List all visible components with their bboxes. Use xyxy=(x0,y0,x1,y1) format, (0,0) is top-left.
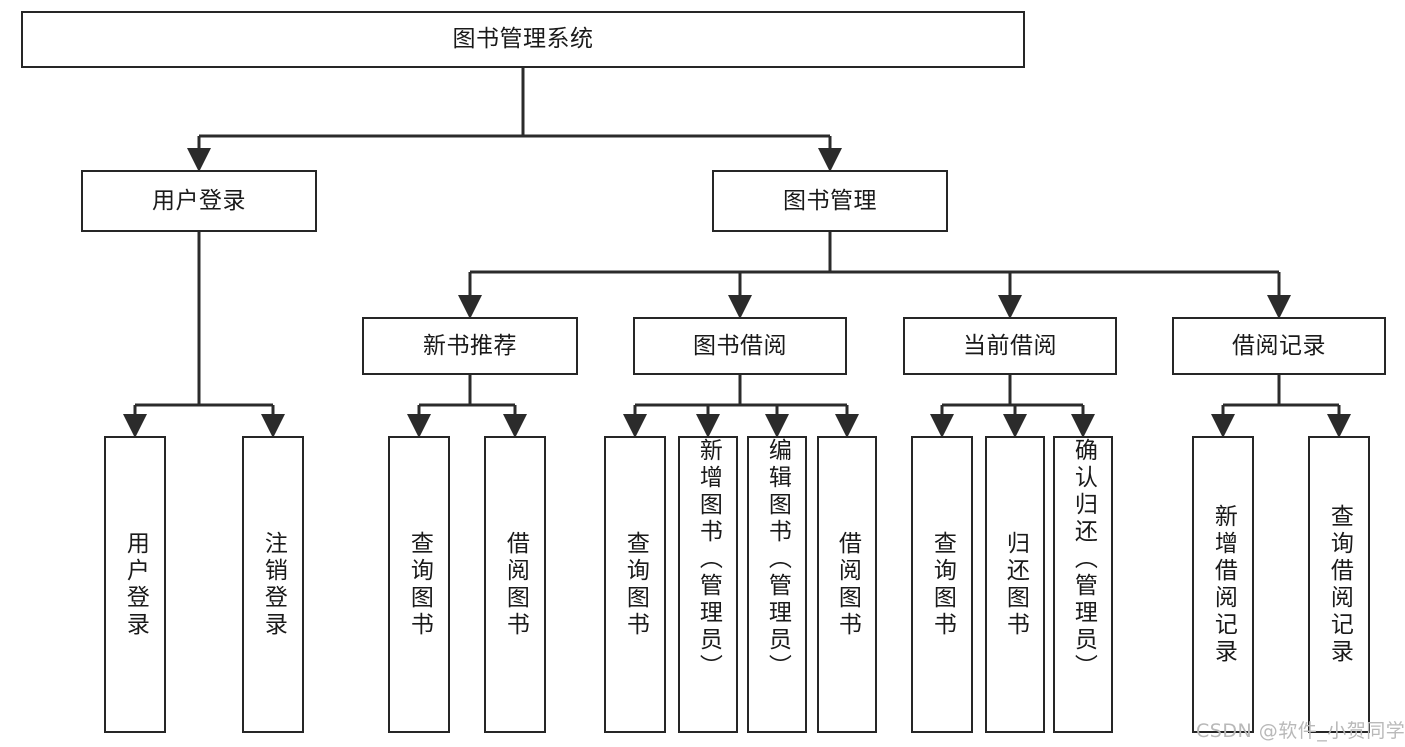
node-leaf_10[interactable]: 归还图书 xyxy=(985,436,1045,733)
node-leaf_2[interactable]: 注销登录 xyxy=(242,436,304,733)
csdn-watermark: CSDN @软件_小贺同学 xyxy=(1196,720,1405,742)
node-label: 图书管理 xyxy=(783,187,877,214)
node-l2_a[interactable]: 新书推荐 xyxy=(362,317,578,375)
node-root[interactable]: 图书管理系统 xyxy=(21,11,1025,68)
node-label: 用户登录 xyxy=(122,530,149,639)
node-leaf_4[interactable]: 借阅图书 xyxy=(484,436,546,733)
node-l2_c[interactable]: 当前借阅 xyxy=(903,317,1117,375)
node-label: 查询图书 xyxy=(622,530,649,639)
node-label: 新增图书（管理员） xyxy=(695,438,722,681)
node-label: 用户登录 xyxy=(152,187,246,214)
node-label: 确认归还（管理员） xyxy=(1070,438,1097,681)
node-label: 借阅图书 xyxy=(502,530,529,639)
node-leaf_7[interactable]: 编辑图书（管理员） xyxy=(747,436,807,733)
node-label: 注销登录 xyxy=(260,530,287,639)
node-l2_d[interactable]: 借阅记录 xyxy=(1172,317,1386,375)
node-leaf_13[interactable]: 查询借阅记录 xyxy=(1308,436,1370,733)
node-leaf_9[interactable]: 查询图书 xyxy=(911,436,973,733)
node-l1_a[interactable]: 用户登录 xyxy=(81,170,317,232)
node-l1_b[interactable]: 图书管理 xyxy=(712,170,948,232)
node-label: 借阅记录 xyxy=(1232,332,1326,359)
node-leaf_5[interactable]: 查询图书 xyxy=(604,436,666,733)
node-leaf_3[interactable]: 查询图书 xyxy=(388,436,450,733)
node-label: 图书管理系统 xyxy=(452,26,594,53)
node-leaf_6[interactable]: 新增图书（管理员） xyxy=(678,436,738,733)
node-label: 查询图书 xyxy=(929,530,956,639)
node-leaf_11[interactable]: 确认归还（管理员） xyxy=(1053,436,1113,733)
node-leaf_12[interactable]: 新增借阅记录 xyxy=(1192,436,1254,733)
node-label: 借阅图书 xyxy=(834,530,861,639)
node-label: 当前借阅 xyxy=(963,332,1057,359)
node-label: 查询图书 xyxy=(406,530,433,639)
node-label: 编辑图书（管理员） xyxy=(764,438,791,681)
node-label: 新书推荐 xyxy=(423,332,517,359)
node-label: 归还图书 xyxy=(1002,530,1029,639)
node-leaf_1[interactable]: 用户登录 xyxy=(104,436,166,733)
node-leaf_8[interactable]: 借阅图书 xyxy=(817,436,877,733)
node-l2_b[interactable]: 图书借阅 xyxy=(633,317,847,375)
node-label: 查询借阅记录 xyxy=(1326,503,1353,666)
node-label: 新增借阅记录 xyxy=(1210,503,1237,666)
node-label: 图书借阅 xyxy=(693,332,787,359)
